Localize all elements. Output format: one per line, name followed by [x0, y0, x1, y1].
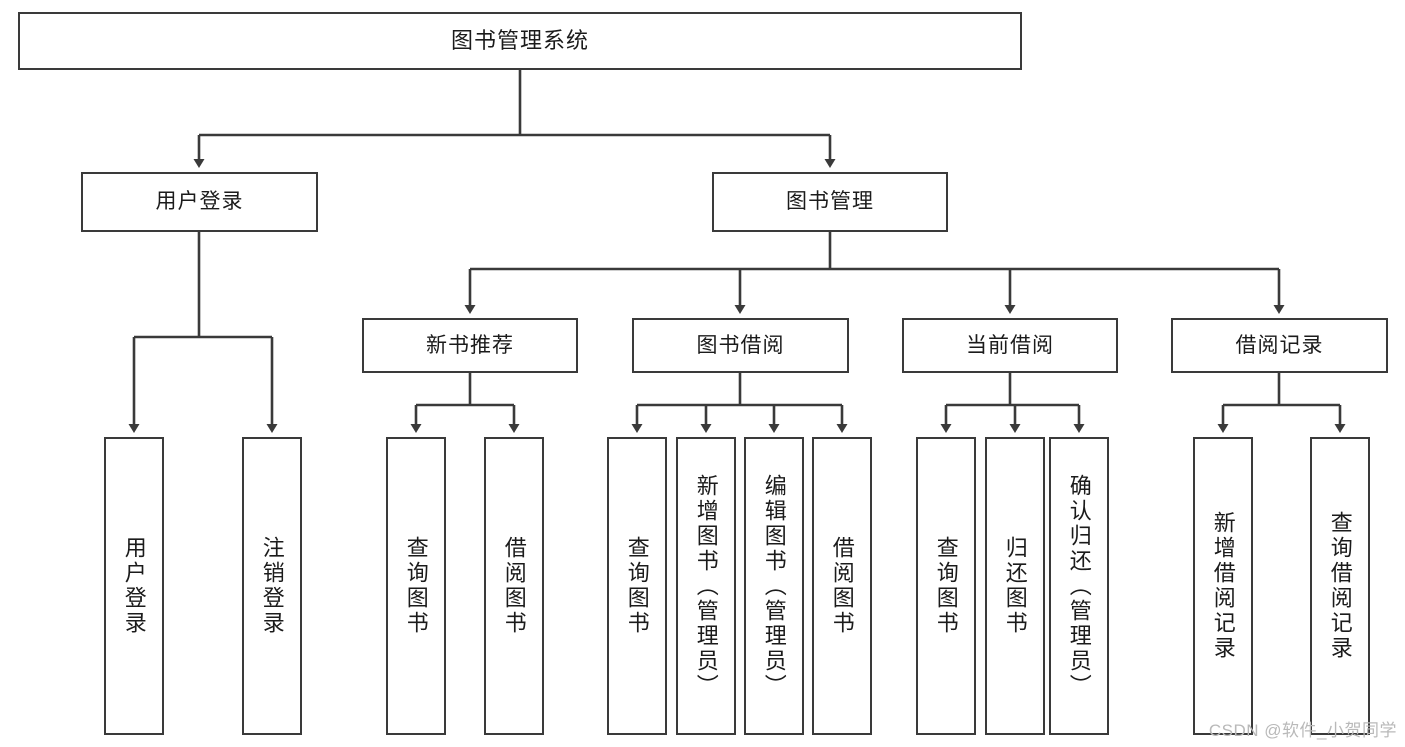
- node-leaf-query-book-current[interactable]: 查询图书: [916, 437, 976, 735]
- node-leaf-borrow-book-rec[interactable]: 借阅图书: [484, 437, 544, 735]
- node-label: 图书管理系统: [450, 27, 589, 53]
- node-leaf-edit-book[interactable]: 编辑图书（管理员）: [744, 437, 804, 735]
- node-leaf-query-book-borrow[interactable]: 查询图书: [607, 437, 667, 735]
- node-label: 用户登录: [155, 190, 244, 214]
- node-label: 借阅图书: [501, 536, 527, 636]
- node-book-manage[interactable]: 图书管理: [712, 172, 948, 232]
- node-label: 注销登录: [259, 536, 285, 636]
- node-label: 借阅记录: [1235, 333, 1324, 357]
- node-label: 新增借阅记录: [1210, 511, 1236, 661]
- node-label: 图书管理: [786, 190, 874, 214]
- node-label: 借阅图书: [829, 536, 855, 636]
- node-label: 查询图书: [403, 536, 429, 636]
- node-leaf-query-book-rec[interactable]: 查询图书: [386, 437, 446, 735]
- node-borrow-record[interactable]: 借阅记录: [1171, 318, 1388, 373]
- node-leaf-add-record[interactable]: 新增借阅记录: [1193, 437, 1253, 735]
- node-current-borrow[interactable]: 当前借阅: [902, 318, 1118, 373]
- node-label: 新增图书（管理员）: [693, 473, 719, 699]
- node-label: 编辑图书（管理员）: [761, 473, 787, 699]
- node-label: 用户登录: [121, 536, 147, 636]
- node-label: 查询图书: [624, 536, 650, 636]
- node-user-login[interactable]: 用户登录: [81, 172, 318, 232]
- node-label: 确认归还（管理员）: [1066, 473, 1092, 699]
- node-label: 查询图书: [933, 536, 959, 636]
- node-label: 新书推荐: [426, 333, 514, 357]
- node-leaf-borrow-book[interactable]: 借阅图书: [812, 437, 872, 735]
- node-label: 查询借阅记录: [1327, 511, 1353, 661]
- node-leaf-return-book[interactable]: 归还图书: [985, 437, 1045, 735]
- watermark: CSDN @软件_小贺同学: [1208, 721, 1397, 740]
- node-root[interactable]: 图书管理系统: [18, 12, 1022, 70]
- node-leaf-query-record[interactable]: 查询借阅记录: [1310, 437, 1370, 735]
- node-leaf-user-logout[interactable]: 注销登录: [242, 437, 302, 735]
- node-label: 归还图书: [1002, 536, 1028, 636]
- node-leaf-add-book[interactable]: 新增图书（管理员）: [676, 437, 736, 735]
- node-leaf-user-login[interactable]: 用户登录: [104, 437, 164, 735]
- node-book-borrow[interactable]: 图书借阅: [632, 318, 849, 373]
- node-label: 当前借阅: [966, 333, 1054, 357]
- node-leaf-confirm-return[interactable]: 确认归还（管理员）: [1049, 437, 1109, 735]
- node-label: 图书借阅: [696, 333, 785, 357]
- node-new-book-recommend[interactable]: 新书推荐: [362, 318, 578, 373]
